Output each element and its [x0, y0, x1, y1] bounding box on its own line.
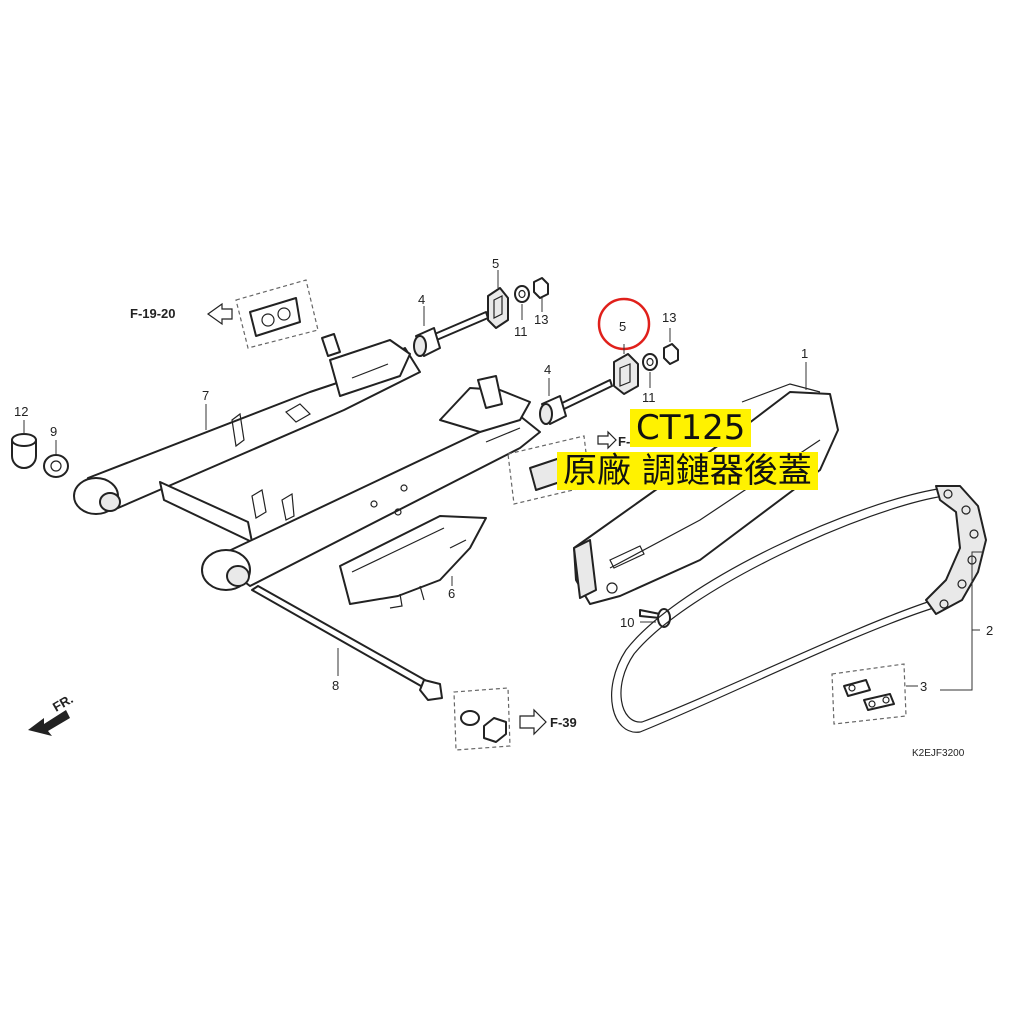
callout-10: 10: [620, 615, 634, 630]
bracket-f19: [249, 297, 301, 337]
callout-12: 12: [14, 404, 28, 419]
part-3-master-link: [843, 679, 895, 711]
highlight-model-label: CT125: [630, 409, 752, 447]
f39-nut: [483, 717, 507, 743]
callout-9: 9: [50, 424, 57, 439]
part-6-chain-slider: [339, 515, 487, 609]
part-9-washer: [43, 454, 69, 478]
dashed-box-part3: [831, 663, 907, 725]
ref-arrow-left-icon: [206, 302, 233, 326]
part-5-adjuster-plate-b: [613, 353, 639, 395]
part-1-chain-case: [573, 383, 839, 605]
ref-f-partial: F-: [618, 434, 630, 449]
diagram-code: K2EJF3200: [912, 748, 965, 759]
callout-5b: 5: [619, 319, 626, 334]
ref-arrow-right-icon: [519, 708, 547, 736]
part-10-screw: [639, 608, 671, 628]
front-label: FR.: [50, 691, 76, 714]
callout-2: 2: [986, 623, 993, 638]
callout-1: 1: [801, 346, 808, 361]
f39-washer: [460, 710, 480, 726]
callout-13a: 13: [534, 312, 548, 327]
leader-2: [940, 551, 984, 691]
part-11-washer-a: [514, 285, 530, 303]
part-12-cap: [11, 433, 37, 469]
part-13-nut-b: [663, 343, 679, 365]
dashed-box-f39: [453, 687, 511, 751]
callout-4b: 4: [544, 362, 551, 377]
front-arrow-icon: [28, 710, 70, 736]
callout-13b: 13: [662, 310, 676, 325]
bracket-f19-hole: [261, 313, 275, 327]
highlight-part-label: 原廠 調鏈器後蓋: [557, 452, 818, 490]
callout-4a: 4: [418, 292, 425, 307]
bracket-f19-hole: [277, 307, 291, 321]
ref-f19-20: F-19-20: [130, 306, 176, 321]
callout-5a: 5: [492, 256, 499, 271]
part-4-adjuster-bolt-b: [539, 379, 613, 425]
part-11-washer-b: [642, 353, 658, 371]
callout-8: 8: [332, 678, 339, 693]
dashed-box-f19: [235, 279, 319, 349]
callout-11b: 11: [642, 390, 656, 405]
swingarm: [73, 333, 541, 591]
callout-11a: 11: [514, 324, 528, 339]
ref-f39: F-39: [550, 715, 577, 730]
ref-arrow-right-icon-2: [597, 430, 617, 450]
callout-7: 7: [202, 388, 209, 403]
part-4-adjuster-bolt: [413, 311, 489, 357]
callout-6: 6: [448, 586, 455, 601]
part-5-adjuster-plate: [487, 287, 509, 329]
part-8-pivot-bolt: [251, 585, 443, 701]
callout-3: 3: [920, 679, 927, 694]
part-2-drive-chain: [611, 485, 987, 733]
part-13-nut-a: [533, 277, 549, 299]
